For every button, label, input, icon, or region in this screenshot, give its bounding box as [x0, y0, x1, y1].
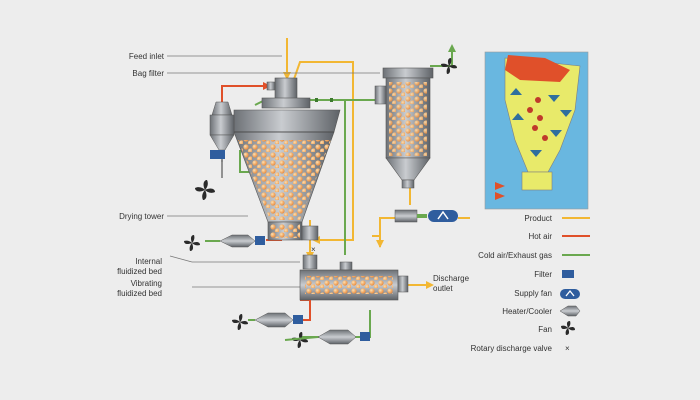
vibrating-fluidized-bed	[299, 254, 409, 301]
discharge-label-line1: Discharge	[433, 274, 470, 283]
rotary-valve-unit	[394, 209, 458, 223]
fan-icon	[561, 321, 575, 335]
filter-icon	[562, 270, 574, 278]
supply-fan-icon	[560, 289, 580, 299]
bag-filter	[374, 67, 434, 189]
fan-icon	[232, 314, 248, 330]
fan-icon	[441, 58, 457, 74]
leader-lines	[167, 55, 380, 288]
cyclone	[209, 101, 235, 178]
filter-icon	[210, 150, 225, 159]
filter-icon	[360, 332, 370, 341]
legend: ×	[559, 217, 590, 353]
heater-cooler-icon	[559, 305, 581, 317]
drying-tower: ×	[233, 77, 341, 254]
vibrating-bed-label-line1: Vibrating	[131, 279, 162, 288]
legend-heater-cooler-label: Heater/Cooler	[502, 307, 552, 316]
heater-cooler-hot	[254, 312, 303, 328]
cold-air-arrows	[448, 44, 456, 52]
bag-filter-label: Bag filter	[132, 69, 164, 78]
filter-icon	[255, 236, 265, 245]
fan-icon	[195, 180, 215, 200]
rotary-valve-icon: ×	[565, 344, 570, 353]
legend-hot-air-label: Hot air	[528, 232, 552, 241]
legend-product-label: Product	[524, 214, 552, 223]
internal-bed-label-line2: fluidized bed	[117, 267, 162, 276]
legend-fan-label: Fan	[538, 325, 552, 334]
legend-cold-air-label: Cold air/Exhaust gas	[478, 251, 552, 260]
heater-cooler-internal	[219, 234, 265, 248]
fan-icon	[184, 235, 200, 251]
filter-icon	[293, 315, 303, 324]
drying-tower-label: Drying tower	[119, 212, 164, 221]
legend-supply-fan-label: Supply fan	[514, 289, 552, 298]
internal-bed-label-line1: Internal	[135, 257, 162, 266]
inset-diagram	[484, 51, 589, 210]
discharge-label-line2: outlet	[433, 284, 453, 293]
text-labels: Feed inlet Bag filter Drying tower Inter…	[117, 52, 553, 353]
heater-cooler-cold	[317, 329, 370, 345]
legend-filter-label: Filter	[534, 270, 552, 279]
legend-rotary-valve-label: Rotary discharge valve	[471, 344, 553, 353]
supply-fan-icon	[428, 210, 458, 222]
rotary-valve-marker: ×	[311, 245, 316, 254]
feed-inlet-label: Feed inlet	[129, 52, 165, 61]
vibrating-bed-label-line2: fluidized bed	[117, 289, 162, 298]
